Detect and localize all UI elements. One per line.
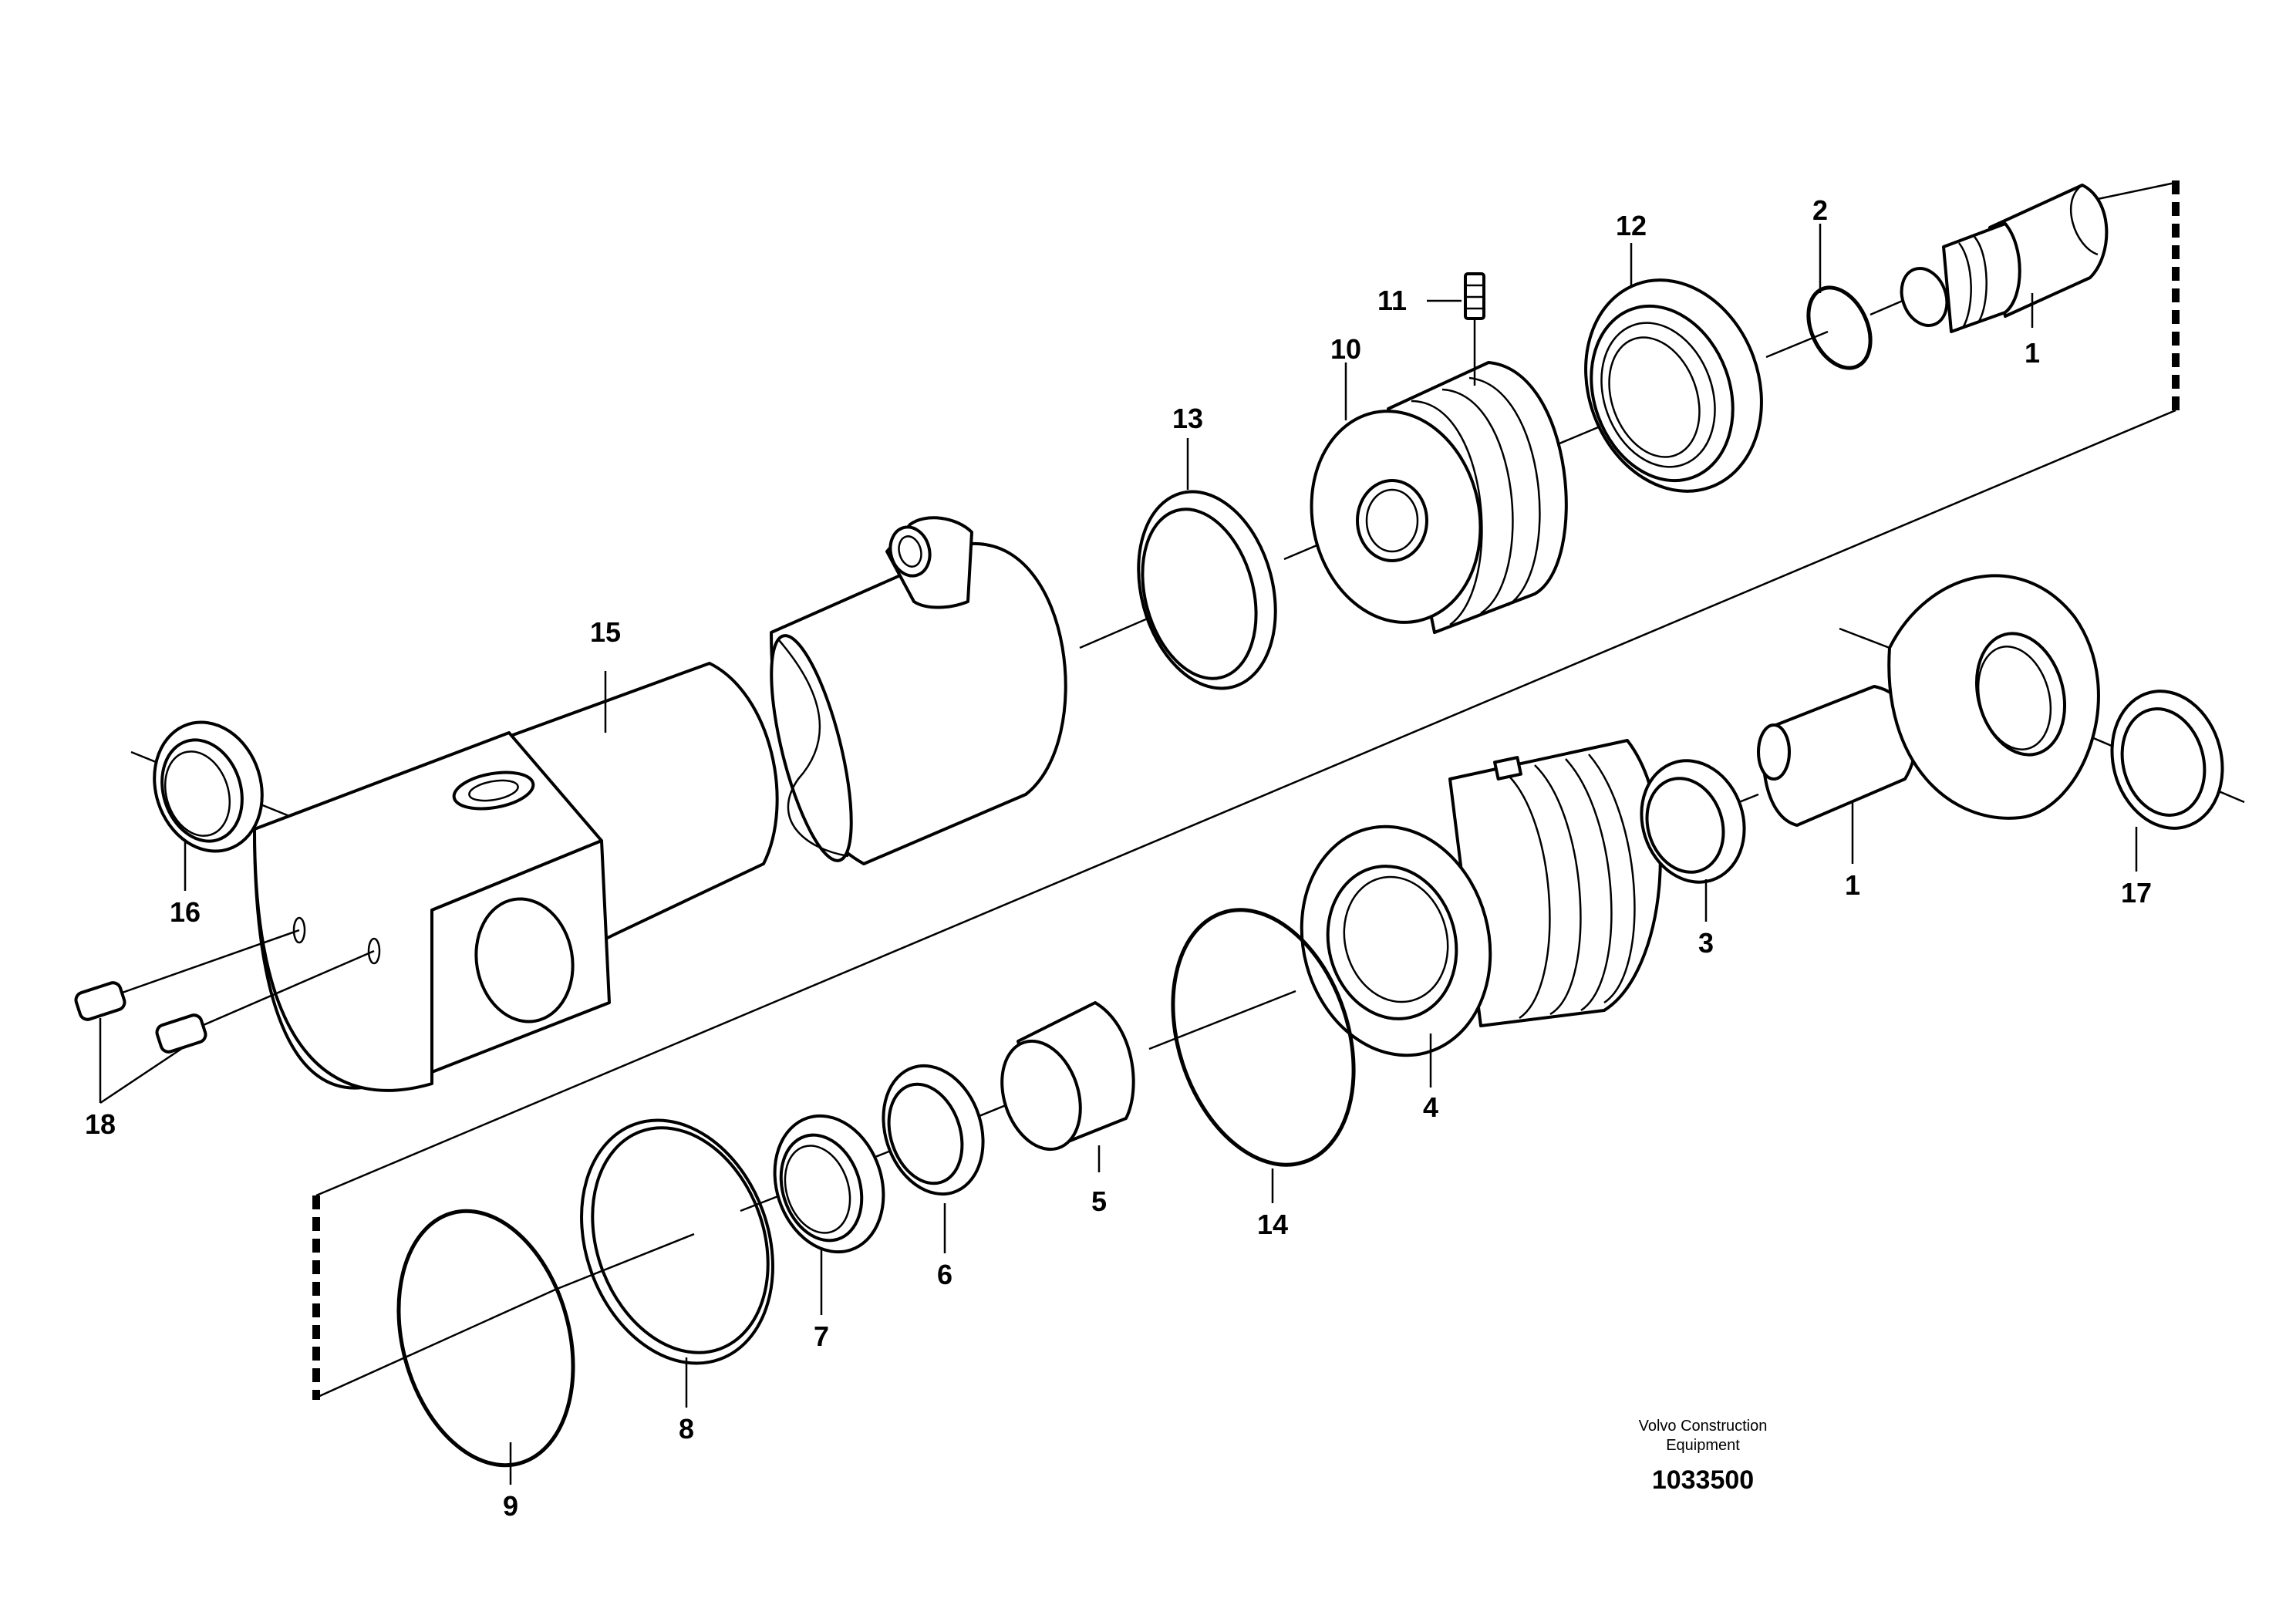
label-1-lower: 1 xyxy=(1845,869,1860,901)
rod-eye-lower xyxy=(1757,574,2100,827)
company-name-line2: Equipment xyxy=(1666,1437,1740,1454)
guide-ring-13 xyxy=(1137,490,1277,690)
cylinder-barrel xyxy=(253,516,1067,1092)
label-6: 6 xyxy=(937,1259,952,1290)
footer: Volvo Construction Equipment 1033500 xyxy=(1639,1418,1768,1495)
company-name-line1: Volvo Construction xyxy=(1639,1418,1768,1435)
drawing-number: 1033500 xyxy=(1652,1465,1754,1495)
label-2: 2 xyxy=(1812,194,1828,226)
sleeve-5 xyxy=(1000,1001,1135,1152)
bushing-17 xyxy=(2110,690,2224,830)
wiper-3 xyxy=(1640,759,1746,884)
o-ring-9 xyxy=(396,1209,575,1468)
label-4: 4 xyxy=(1423,1091,1438,1123)
backup-ring-8 xyxy=(580,1118,774,1365)
set-screw-11 xyxy=(1464,272,1485,386)
label-8: 8 xyxy=(679,1413,694,1445)
label-17: 17 xyxy=(2121,877,2152,909)
label-7: 7 xyxy=(814,1320,829,1352)
leader-lines xyxy=(184,224,2138,1485)
bushing-16 xyxy=(153,720,264,853)
label-3: 3 xyxy=(1698,927,1714,959)
label-14: 14 xyxy=(1257,1209,1288,1240)
label-15: 15 xyxy=(590,616,621,648)
piston-rod-upper xyxy=(1900,184,2109,333)
assembly-guide-lines xyxy=(312,180,2180,1400)
label-12: 12 xyxy=(1616,210,1647,241)
label-11: 11 xyxy=(1377,285,1407,316)
label-5: 5 xyxy=(1091,1185,1107,1217)
label-13: 13 xyxy=(1172,403,1203,434)
label-18: 18 xyxy=(85,1108,116,1140)
label-9: 9 xyxy=(503,1490,518,1522)
cylinder-head-4 xyxy=(1300,739,1662,1057)
part-labels: 15 13 10 11 12 2 1 1 3 17 4 14 5 6 7 8 9… xyxy=(85,194,2152,1522)
rod-seal-7 xyxy=(773,1114,885,1254)
piston-10 xyxy=(1310,361,1568,634)
piston-nut-12 xyxy=(1584,278,1763,493)
label-16: 16 xyxy=(170,896,201,928)
o-ring-2 xyxy=(1806,285,1873,370)
seal-6 xyxy=(882,1064,985,1196)
o-ring-14 xyxy=(1171,908,1356,1167)
label-1-upper: 1 xyxy=(2025,337,2040,369)
grease-nipples xyxy=(74,929,375,1104)
label-10: 10 xyxy=(1330,333,1361,365)
